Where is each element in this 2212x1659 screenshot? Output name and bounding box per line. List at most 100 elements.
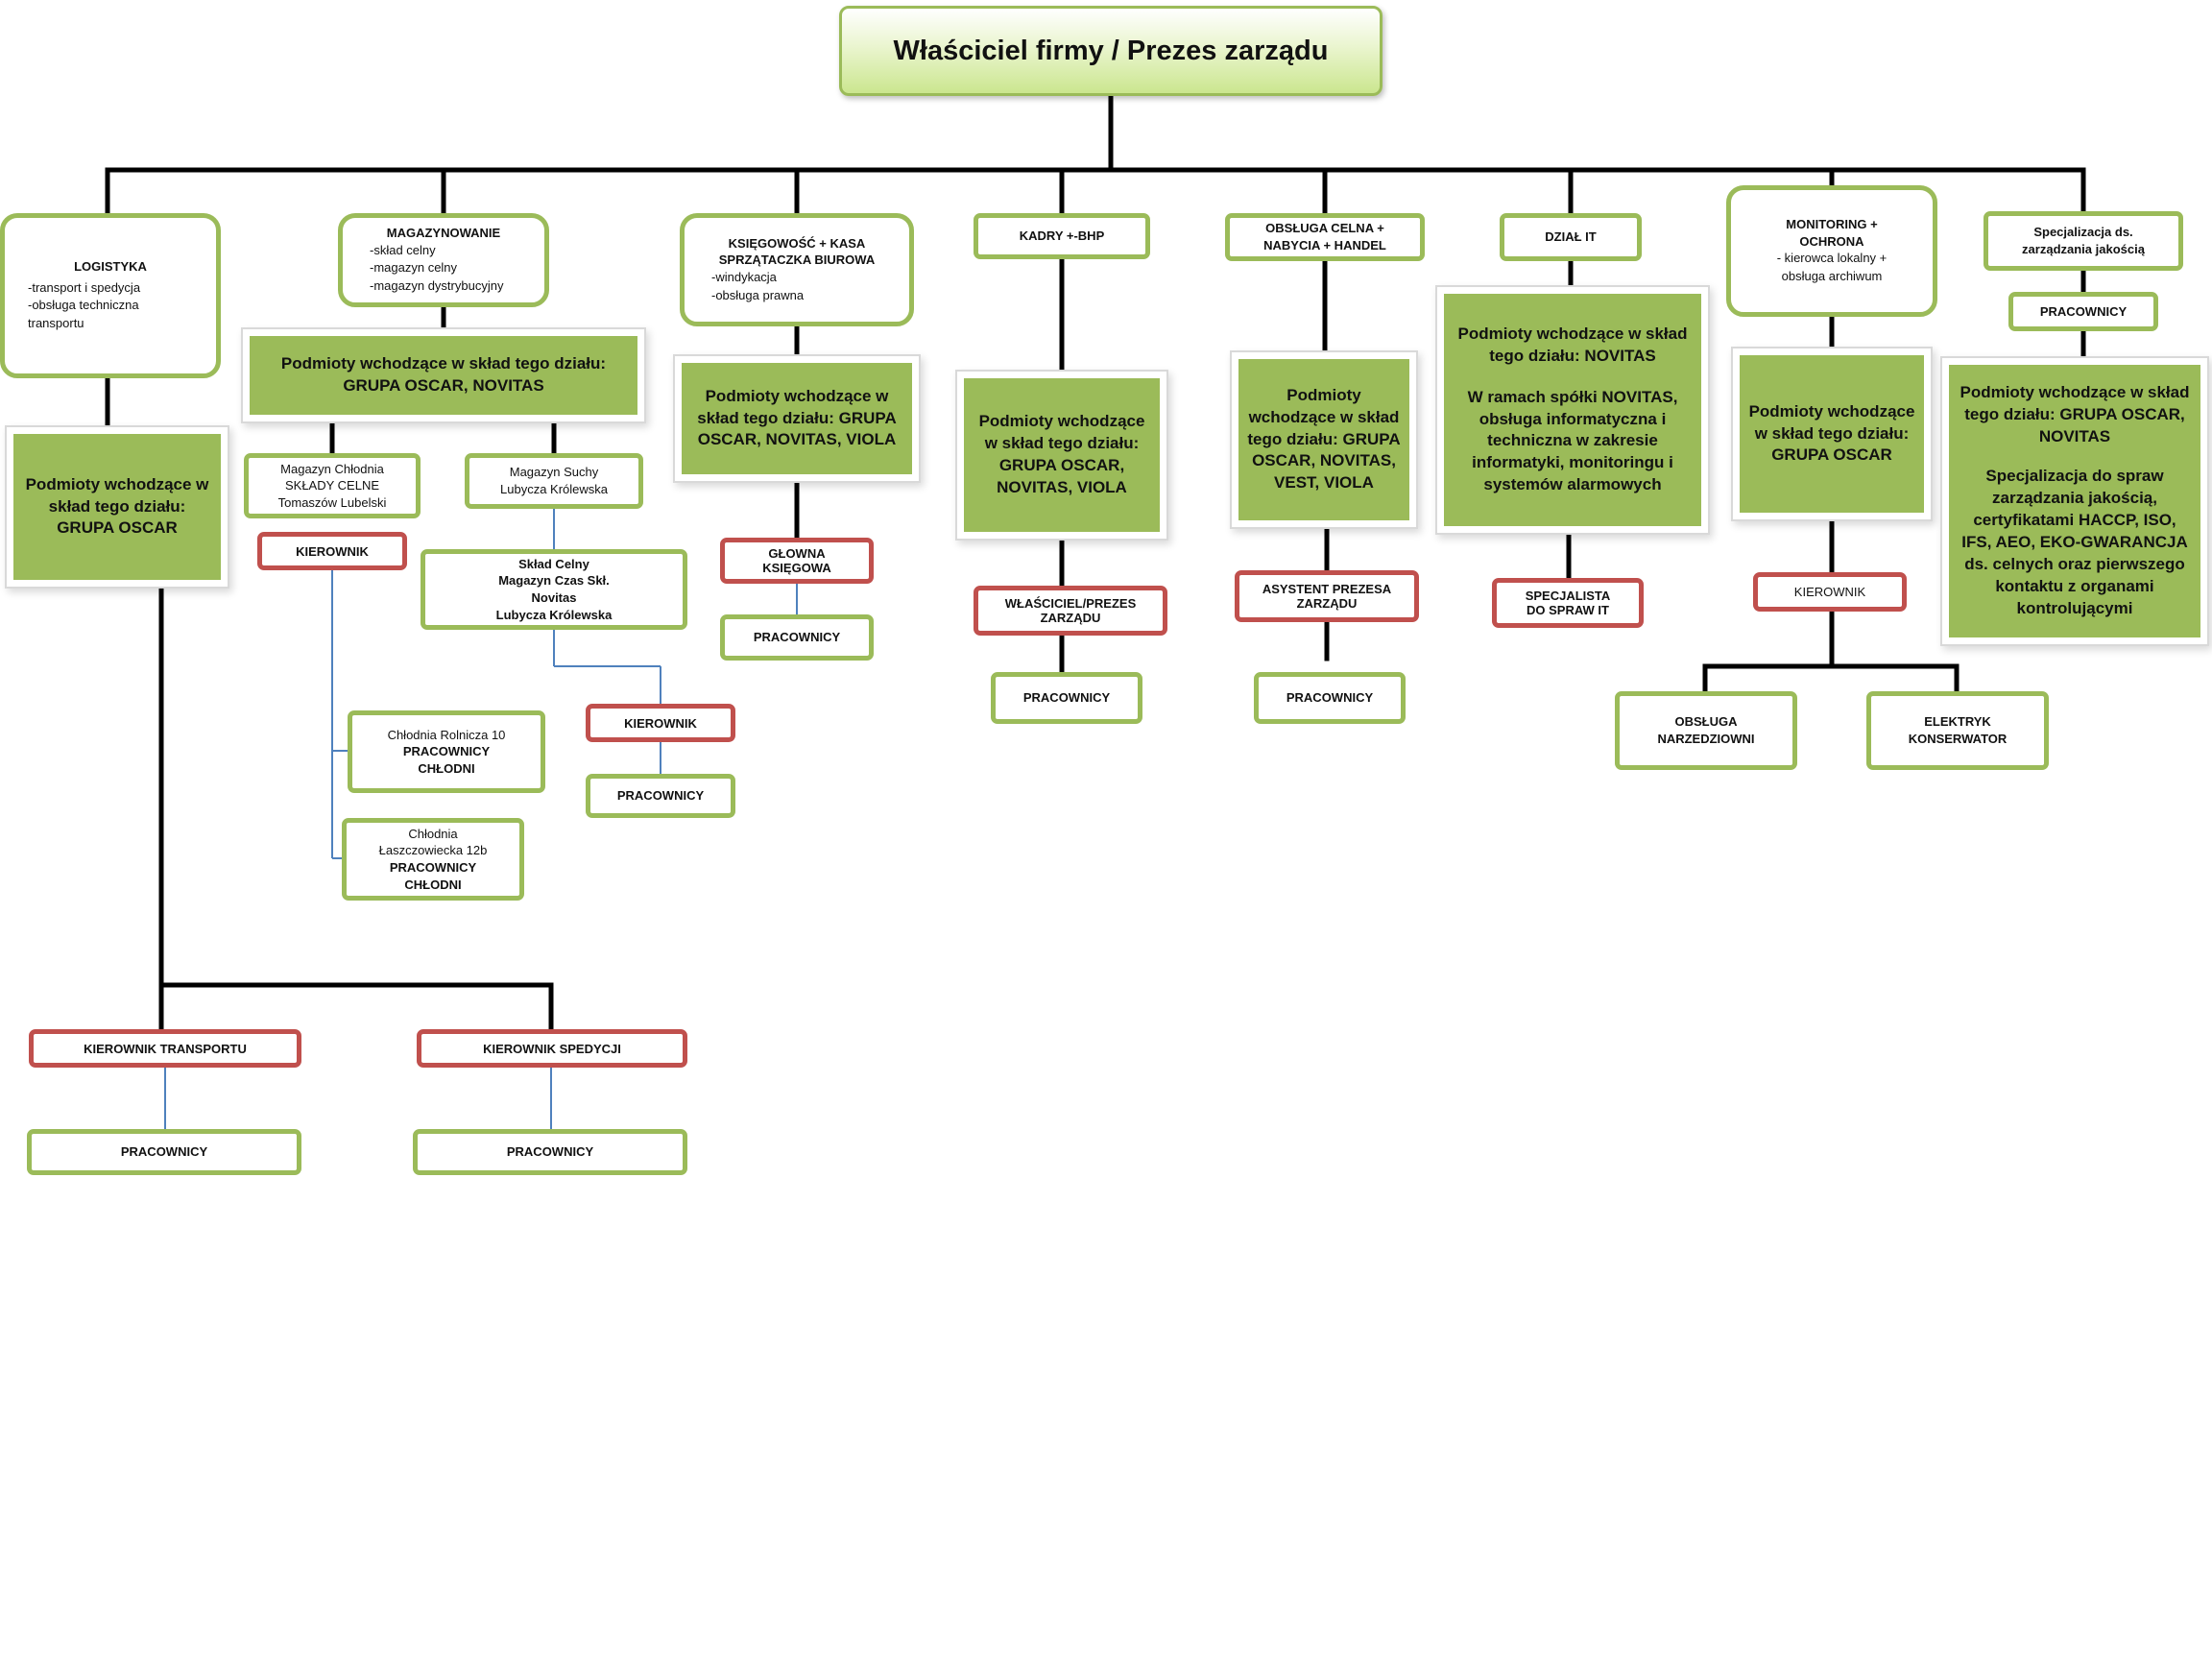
magazynowanie-entities-text: Podmioty wchodzące w skład tego działu: … <box>280 354 607 395</box>
sklad-celny-line: Lubycza Królewska <box>495 607 613 622</box>
pracownicy-label: PRACOWNICY <box>1022 690 1111 706</box>
laszczowiecka-line: Chłodnia <box>408 826 458 841</box>
magazynowanie-item: -magazyn dystrybucyjny <box>370 278 504 294</box>
kierownik-spedycji-label: KIEROWNIK SPEDYCJI <box>483 1041 621 1056</box>
obsluga-celna-title: NABYCIA + HANDEL <box>1263 238 1386 252</box>
kadry-entities: Podmioty wchodzące w skład tego działu: … <box>964 378 1160 532</box>
pracownicy-ksiegowosc-box: PRACOWNICY <box>720 614 874 661</box>
obsluga-line: NARZEDZIOWNI <box>1657 732 1755 746</box>
ksiegowosc-item: -windykacja <box>711 269 777 284</box>
glowna-line: KSIĘGOWA <box>762 561 831 575</box>
magazynowanie-item: -magazyn celny <box>370 260 458 276</box>
kadry-entities-text: Podmioty wchodzące w skład tego działu: … <box>978 412 1145 496</box>
pracownicy-label: PRACOWNICY <box>753 630 841 645</box>
it-entities-text: Podmioty wchodzące w skład tego działu: … <box>1457 324 1688 365</box>
pracownicy-label: PRACOWNICY <box>616 788 705 804</box>
asystent-prezesa-box: ASYSTENT PREZESA ZARZĄDU <box>1235 570 1419 622</box>
jakosc-note-text: Specjalizacja do spraw zarządzania jakoś… <box>1961 467 2188 617</box>
jakosc-entities: Podmioty wchodzące w skład tego działu: … <box>1949 365 2200 637</box>
elektryk-konserwator-box: ELEKTRYK KONSERWATOR <box>1866 691 2049 770</box>
jakosc-box: Specjalizacja ds. zarządzania jakością <box>1984 211 2183 271</box>
pracownicy-jakosc-box: PRACOWNICY <box>2008 292 2158 331</box>
sklad-celny-line: Skład Celny <box>518 556 589 571</box>
chlodnia-laszczowiecka-box: Chłodnia Łaszczowiecka 12b PRACOWNICY CH… <box>342 818 524 901</box>
dzial-it-entities: Podmioty wchodzące w skład tego działu: … <box>1444 294 1701 526</box>
logistyka-entities: Podmioty wchodzące w skład tego działu: … <box>13 434 221 580</box>
specjalista-it-box: SPECJALISTA DO SPRAW IT <box>1492 578 1644 628</box>
ksiegowosc-item: -obsługa prawna <box>711 287 805 302</box>
pracownicy-transport-box: PRACOWNICY <box>27 1129 301 1175</box>
logistyka-item: -obsługa techniczna <box>28 298 139 313</box>
top-node-owner: Właściciel firmy / Prezes zarządu <box>839 6 1382 96</box>
kierownik-transportu-label: KIEROWNIK TRANSPORTU <box>84 1041 247 1056</box>
suchy-line: Magazyn Suchy <box>509 465 599 480</box>
sklad-celny-line: Magazyn Czas Skł. <box>498 573 610 589</box>
kierownik-label: KIEROWNIK <box>1793 585 1866 599</box>
obsluga-celna-box: OBSŁUGA CELNA + NABYCIA + HANDEL <box>1225 213 1425 261</box>
magazynowanie-title: MAGAZYNOWANIE <box>386 225 501 240</box>
ksiegowosc-box: KSIĘGOWOŚĆ + KASA SPRZĄTACZKA BIUROWA -w… <box>680 213 914 326</box>
pracownicy-label: PRACOWNICY <box>2039 303 2128 319</box>
specjalista-line: SPECJALISTA <box>1525 589 1611 603</box>
obsluga-narzedziowni-box: OBSŁUGA NARZEDZIOWNI <box>1615 691 1797 770</box>
ksiegowosc-title: KSIĘGOWOŚĆ + KASA <box>728 235 866 251</box>
magazynowanie-item: -skład celny <box>370 242 436 257</box>
kierownik-spedycji-box: KIEROWNIK SPEDYCJI <box>417 1029 687 1068</box>
jakosc-title: Specjalizacja ds. <box>2033 225 2133 240</box>
monitoring-box: MONITORING + OCHRONA - kierowca lokalny … <box>1726 185 1937 317</box>
logistyka-item: -transport i spedycja <box>28 279 141 295</box>
elektryk-line: ELEKTRYK <box>1924 714 1991 730</box>
kierownik-sklad-box: KIEROWNIK <box>586 704 735 742</box>
ksiegowosc-entities: Podmioty wchodzące w skład tego działu: … <box>682 363 912 474</box>
monitoring-entities-text: Podmioty wchodzące w skład tego działu: … <box>1748 401 1915 465</box>
magazyn-suchy-box: Magazyn Suchy Lubycza Królewska <box>465 453 643 509</box>
chlodnia-line: Tomaszów Lubelski <box>277 494 387 510</box>
kierownik-chlodnia-box: KIEROWNIK <box>257 532 407 570</box>
pracownicy-celna-box: PRACOWNICY <box>1254 672 1406 724</box>
dzial-it-title: DZIAŁ IT <box>1545 229 1597 245</box>
monitoring-item: obsługa archiwum <box>1781 269 1883 284</box>
kierownik-transportu-box: KIEROWNIK TRANSPORTU <box>29 1029 301 1068</box>
glowna-ksiegowa-box: GŁOWNA KSIĘGOWA <box>720 538 874 584</box>
logistyka-box: LOGISTYKA -transport i spedycja -obsługa… <box>0 213 221 378</box>
obsluga-celna-title: OBSŁUGA CELNA + <box>1265 221 1384 236</box>
chlodnia-line: SKŁADY CELNE <box>284 478 380 493</box>
ksiegowosc-title: SPRZĄTACZKA BIUROWA <box>718 252 876 268</box>
kierownik-label: KIEROWNIK <box>624 715 697 731</box>
kadry-box: KADRY +-BHP <box>974 213 1150 259</box>
rolnicza-line: Chłodnia Rolnicza 10 <box>387 727 506 742</box>
owner-title: Właściciel firmy / Prezes zarządu <box>893 35 1329 66</box>
monitoring-title: MONITORING + <box>1786 217 1878 232</box>
monitoring-title: OCHRONA <box>1799 233 1864 249</box>
kadry-title: KADRY +-BHP <box>1019 228 1105 244</box>
rolnicza-line: PRACOWNICY <box>402 744 491 759</box>
pracownicy-kadry-box: PRACOWNICY <box>991 672 1142 724</box>
ksiegowosc-entities-text: Podmioty wchodzące w skład tego działu: … <box>697 386 897 449</box>
sklad-celny-line: Novitas <box>531 590 577 605</box>
chlodnia-line: Magazyn Chłodnia <box>280 461 384 476</box>
obsluga-line: OBSŁUGA <box>1674 714 1738 730</box>
pracownicy-label: PRACOWNICY <box>120 1144 208 1160</box>
obsluga-celna-entities: Podmioty wchodzące w skład tego działu: … <box>1238 359 1409 520</box>
it-note-text: W ramach spółki NOVITAS, obsługa informa… <box>1467 387 1678 494</box>
monitoring-entities: Podmioty wchodzące w skład tego działu: … <box>1740 355 1924 513</box>
jakosc-title: zarządzania jakością <box>2022 242 2145 256</box>
wlasciciel-line: WŁAŚCICIEL/PREZES <box>1004 596 1137 611</box>
asystent-line: ZARZĄDU <box>1296 596 1358 611</box>
magazynowanie-box: MAGAZYNOWANIE -skład celny -magazyn celn… <box>338 213 549 307</box>
dzial-it-box: DZIAŁ IT <box>1500 213 1642 261</box>
wlasciciel-prezes-box: WŁAŚCICIEL/PREZES ZARZĄDU <box>974 586 1167 636</box>
pracownicy-spedycja-box: PRACOWNICY <box>413 1129 687 1175</box>
laszczowiecka-line: CHŁODNI <box>404 877 462 892</box>
glowna-line: GŁOWNA <box>768 546 826 561</box>
logistyka-title: LOGISTYKA <box>74 258 147 274</box>
jakosc-entities-text: Podmioty wchodzące w skład tego działu: … <box>1960 383 2190 446</box>
asystent-line: ASYSTENT PREZESA <box>1262 582 1392 596</box>
specjalista-line: DO SPRAW IT <box>1527 603 1609 617</box>
suchy-line: Lubycza Królewska <box>500 482 608 496</box>
wlasciciel-line: ZARZĄDU <box>1040 611 1101 625</box>
laszczowiecka-line: Łaszczowiecka 12b <box>378 843 488 858</box>
kierownik-label: KIEROWNIK <box>296 543 369 559</box>
obsluga-celna-entities-text: Podmioty wchodzące w skład tego działu: … <box>1247 385 1401 493</box>
